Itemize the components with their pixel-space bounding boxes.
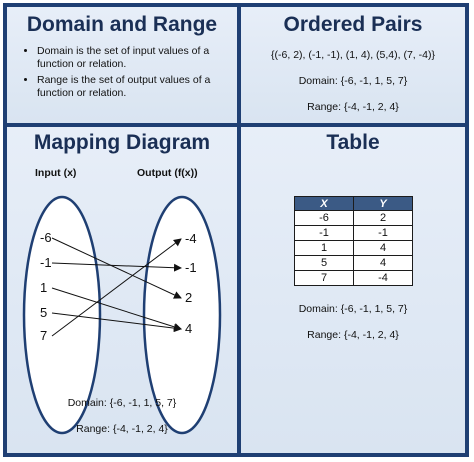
table-title: Table [326, 131, 380, 154]
mapping-diagram [22, 195, 222, 435]
mapping-arrow [51, 287, 182, 331]
mapping-arrow [51, 262, 182, 272]
x-cell: -6 [294, 210, 354, 226]
x-header: X [294, 196, 354, 211]
y-cell: 4 [353, 240, 413, 256]
ordered-pairs-range: Range: {-4, -1, 2, 4} [307, 101, 399, 113]
domain-definition: Domain is the set of input values of a f… [37, 45, 237, 70]
output-oval [142, 195, 222, 435]
output-value: -4 [185, 231, 197, 246]
y-cell: -4 [353, 270, 413, 286]
output-value: 2 [185, 290, 193, 305]
y-cell: 4 [353, 255, 413, 271]
input-value: 5 [40, 305, 48, 320]
y-cell: 2 [353, 210, 413, 226]
table-range: Range: {-4, -1, 2, 4} [307, 329, 399, 341]
mapping-domain: Domain: {-6, -1, 1, 5, 7} [67, 397, 177, 409]
mapping-arrow [51, 238, 182, 337]
x-cell: 5 [294, 255, 354, 271]
mapping-diagram-title: Mapping Diagram [33, 131, 211, 154]
ordered-pairs-domain: Domain: {-6, -1, 1, 5, 7} [298, 75, 408, 87]
mapping-arrow [51, 237, 182, 299]
domain-range-panel: Domain and Range Domain is the set of in… [5, 5, 239, 125]
input-column-label: Input (x) [35, 167, 77, 179]
ordered-pairs-title: Ordered Pairs [283, 13, 423, 36]
definition-list: Domain is the set of input values of a f… [21, 45, 237, 103]
mapping-range: Range: {-4, -1, 2, 4} [76, 423, 168, 435]
ordered-pairs-panel: Ordered Pairs {(-6, 2), (-1, -1), (1, 4)… [239, 5, 467, 125]
output-column-label: Output (f(x)) [137, 167, 198, 179]
mapping-arrow [51, 312, 182, 333]
x-cell: -1 [294, 225, 354, 241]
y-header: Y [353, 196, 413, 211]
board: Domain and Range Domain is the set of in… [3, 3, 469, 457]
output-value: -1 [185, 260, 197, 275]
mapping-diagram-panel: Mapping Diagram Input (x) Output (f(x)) … [5, 125, 239, 455]
range-definition: Range is the set of output values of a f… [37, 74, 237, 99]
input-value: 7 [40, 328, 48, 343]
input-value: -1 [40, 255, 52, 270]
input-oval [22, 195, 102, 435]
input-value: 1 [40, 280, 48, 295]
y-cell: -1 [353, 225, 413, 241]
mapping-arrows [51, 237, 182, 337]
ordered-pairs-set: {(-6, 2), (-1, -1), (1, 4), (5,4), (7, -… [271, 49, 435, 61]
domain-range-title: Domain and Range [26, 13, 218, 36]
x-cell: 1 [294, 240, 354, 256]
input-value: -6 [40, 230, 52, 245]
table-row: -1-1 [294, 225, 413, 241]
output-value: 4 [185, 321, 193, 336]
table-domain: Domain: {-6, -1, 1, 5, 7} [298, 303, 408, 315]
table-row: 7-4 [294, 270, 413, 286]
x-cell: 7 [294, 270, 354, 286]
